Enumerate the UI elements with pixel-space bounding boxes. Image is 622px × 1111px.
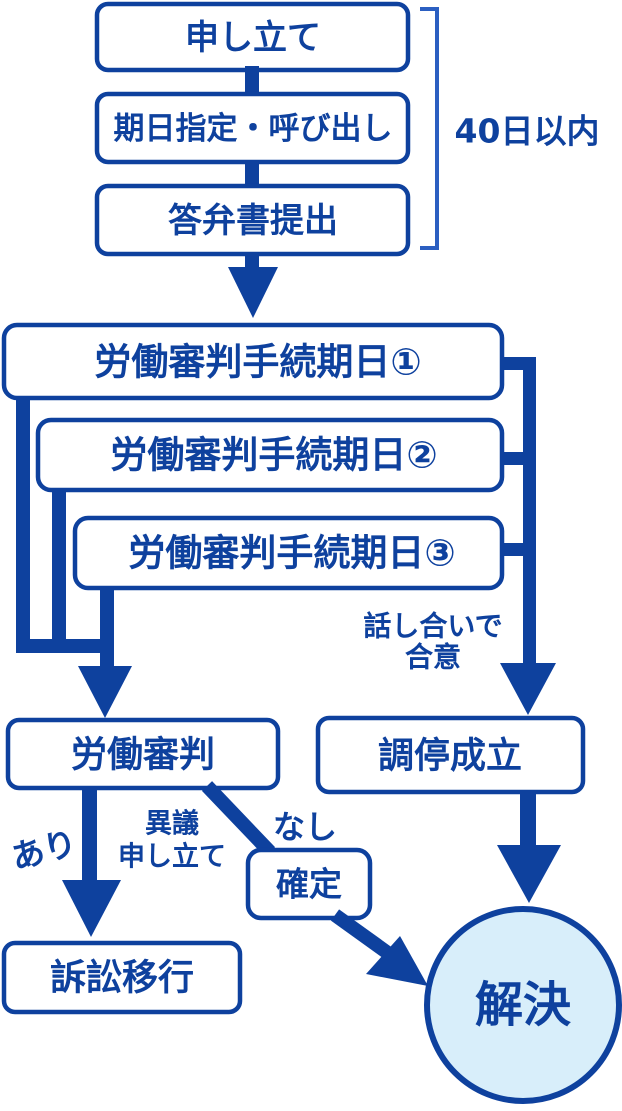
arrow-kakutei-head: [366, 936, 428, 986]
connector-right-vertical: [523, 357, 536, 667]
connector-session3-left: [100, 586, 114, 670]
box-kakutei-label: 確定: [276, 865, 342, 904]
box-date-summons-label: 期日指定・呼び出し: [114, 111, 393, 147]
arrow-to-chotei-head: [500, 663, 556, 715]
bracket-40days-label: 40日以内: [455, 112, 600, 151]
arrow-ari-head: [62, 880, 121, 937]
agree-label-line1: 話し合いで: [363, 610, 502, 643]
arrow-to-sessions-head: [228, 267, 278, 318]
connector-date-to-answer: [245, 160, 259, 190]
box-chotei: [315, 715, 586, 795]
igi-label-line1: 異議: [145, 809, 199, 840]
connector-left-merge-bar: [16, 639, 114, 653]
kaiketsu-label: 解決: [475, 977, 571, 1033]
agree-label-line2: 合意: [405, 641, 461, 674]
connector-session2-right: [502, 452, 523, 465]
connector-kakutei-to-kaiketsu: [330, 909, 397, 962]
box-sosho: [1, 940, 243, 1015]
box-session-2-label: 労働審判手続期日②: [110, 434, 437, 477]
kaiketsu-circle: [424, 906, 622, 1104]
connector-shinpan-to-kakutei: [201, 781, 276, 857]
bracket-40days: [420, 7, 439, 250]
arrow-ari-shaft: [82, 786, 97, 886]
connector-session2-left: [52, 488, 66, 653]
box-sosho-label: 訴訟移行: [50, 958, 194, 999]
box-session-3-label: 労働審判手続期日③: [128, 532, 455, 575]
arrow-to-shinpan-head: [78, 666, 132, 718]
box-shinpan-label: 労働審判: [71, 735, 215, 776]
ari-label: あり: [7, 823, 81, 878]
connector-filing-to-date: [245, 66, 259, 98]
box-chotei-label: 調停成立: [378, 736, 522, 777]
box-shinpan: [5, 717, 281, 791]
nashi-label: なし: [273, 808, 337, 846]
connector-session1-left: [16, 396, 30, 653]
box-filing-label: 申し立て: [185, 18, 321, 58]
arrow-chotei-shaft: [520, 790, 536, 850]
box-session-1-label: 労働審判手続期日①: [94, 341, 421, 384]
box-answer-label: 答弁書提出: [168, 201, 338, 241]
box-kakutei: [245, 847, 373, 921]
igi-label-line2: 申し立て: [118, 841, 226, 873]
arrow-chotei-head: [497, 845, 561, 903]
connector-session3-right: [502, 543, 523, 556]
